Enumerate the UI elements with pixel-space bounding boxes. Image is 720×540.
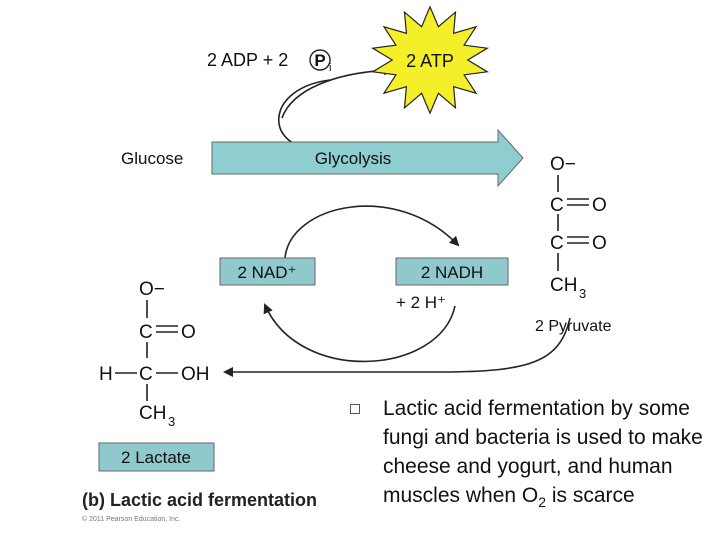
lactate-o-minus: O− — [139, 279, 165, 300]
bullet-text-main: Lactic acid fermentation by some fungi a… — [383, 397, 703, 507]
lactate-o1: O — [181, 322, 196, 343]
nadh-box — [395, 257, 509, 286]
lactate-ch3: CH — [139, 403, 166, 424]
pyruvate-c2: C — [550, 233, 564, 254]
adp-label: 2 ADP + 2 — [207, 50, 288, 70]
phosphate-circle-icon — [309, 49, 331, 71]
bullet-text-subscript: 2 — [538, 494, 547, 511]
lactate-oh: OH — [181, 364, 210, 385]
lactate-box — [98, 442, 215, 472]
lactate-label: 2 Lactate — [121, 448, 191, 467]
nad-to-nadh-arrow — [284, 205, 460, 259]
nadh-label: 2 NADH — [421, 263, 483, 282]
glucose-label: Glucose — [121, 149, 183, 168]
phosphate-subscript: i — [329, 62, 331, 74]
pyruvate-c1: C — [550, 195, 564, 216]
glycolysis-label: Glycolysis — [315, 149, 392, 168]
lactate-structure: O− C O H C OH CH 3 — [99, 279, 210, 429]
pyruvate-o1: O — [592, 195, 607, 216]
pyruvate-to-lactate-arrow — [223, 317, 571, 377]
atp-cycle-arrow — [278, 79, 331, 151]
pyruvate-o2: O — [592, 233, 607, 254]
figure-caption: (b) Lactic acid fermentation — [82, 490, 318, 510]
pyruvate-label: 2 Pyruvate — [535, 318, 612, 335]
lactate-ch3-subscript: 3 — [168, 414, 175, 429]
pyruvate-ch3: CH — [550, 275, 577, 296]
nad-box — [219, 257, 316, 286]
nad-label: 2 NAD⁺ — [237, 263, 296, 282]
bullet-text-end: is scarce — [546, 484, 635, 507]
phosphate-label: P — [314, 51, 325, 70]
pyruvate-ch3-subscript: 3 — [579, 286, 586, 301]
lactate-c1: C — [139, 322, 153, 343]
glycolysis-arrow — [211, 128, 524, 188]
atp-label: 2 ATP — [406, 51, 454, 71]
pyruvate-o-minus: O− — [550, 154, 576, 175]
atp-cycle-arrow-head — [281, 65, 394, 119]
pyruvate-structure: O− C O C O CH 3 — [550, 154, 607, 301]
nadh-to-nad-arrow — [263, 303, 456, 363]
atp-starburst — [370, 5, 490, 115]
bullet-text: Lactic acid fermentation by some fungi a… — [383, 394, 713, 517]
bullet-square-icon — [350, 404, 360, 414]
lactate-h: H — [99, 364, 113, 385]
lactate-c2: C — [139, 364, 153, 385]
copyright-notice: © 2011 Pearson Education, Inc. — [82, 516, 181, 523]
h-ions-label: + 2 H⁺ — [396, 293, 446, 312]
